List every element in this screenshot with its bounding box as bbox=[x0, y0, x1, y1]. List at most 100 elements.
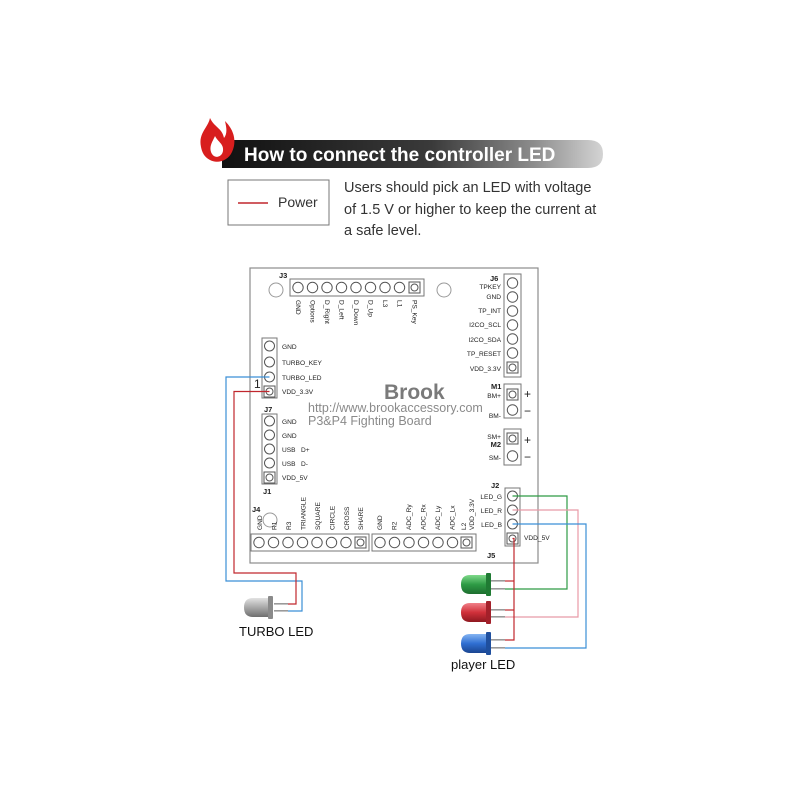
pin-label: VDD_5V bbox=[524, 535, 550, 542]
green-led-body bbox=[461, 575, 489, 594]
pin bbox=[410, 283, 419, 292]
pin bbox=[325, 536, 338, 549]
player-led-wiring bbox=[505, 495, 587, 649]
turbo-signal-wire bbox=[225, 376, 303, 612]
pin bbox=[282, 536, 294, 549]
j5-pin-labels: GND R2 ADC_Ry ADC_Rx ADC_Ly ADC_Lx L2 VD… bbox=[377, 498, 476, 530]
pin bbox=[335, 281, 348, 294]
pin-label: ADC_Lx bbox=[450, 505, 457, 530]
pin bbox=[264, 356, 275, 368]
brand-logo: Brook bbox=[384, 381, 445, 404]
pin bbox=[292, 281, 304, 294]
pin1-marker: 1 bbox=[254, 377, 261, 391]
j4-pin-labels: GND R1 R3 TRIANGLE SQUARE CIRCLE CROSS S… bbox=[257, 496, 365, 530]
j6-pin-labels: TPKEY GND TP_INT I2CO_SCL I2CO_SDA TP_RE… bbox=[467, 284, 502, 373]
pin-label: R1 bbox=[272, 521, 279, 530]
red-led-body bbox=[461, 603, 489, 622]
pin-label: SHARE bbox=[358, 507, 365, 530]
pin bbox=[508, 363, 517, 372]
player-led-caption: player LED bbox=[451, 657, 515, 672]
j4-pins bbox=[253, 536, 367, 549]
blue-led-wire bbox=[505, 523, 587, 649]
pin bbox=[264, 443, 275, 455]
pin bbox=[393, 281, 406, 294]
led-power-wire bbox=[505, 537, 515, 641]
pin bbox=[506, 291, 519, 303]
turbo-led bbox=[244, 596, 288, 619]
pin bbox=[374, 536, 386, 549]
j1-label: J1 bbox=[263, 487, 271, 496]
turbo-power-wire bbox=[233, 390, 297, 605]
note-line-1: Users should pick an LED with voltage bbox=[344, 180, 591, 196]
blue-led bbox=[461, 632, 505, 655]
pin-label: CIRCLE bbox=[330, 505, 337, 530]
pin bbox=[264, 340, 275, 352]
note-line-3: a safe level. bbox=[344, 223, 421, 239]
pin-label: D_Right bbox=[323, 300, 330, 324]
j7-label: J7 bbox=[264, 405, 272, 414]
pin-label: VDD_5V bbox=[282, 475, 308, 482]
pin bbox=[340, 536, 352, 549]
pin bbox=[403, 536, 415, 549]
pin-label: L3 bbox=[381, 300, 388, 308]
pin-label: GND bbox=[294, 300, 301, 315]
pin-label: TURBO_KEY bbox=[282, 360, 323, 367]
pin-label: R2 bbox=[392, 521, 399, 530]
j4-label: J4 bbox=[252, 505, 261, 514]
plus-sign: + bbox=[524, 433, 531, 447]
pin-label: LED_G bbox=[480, 494, 502, 501]
j3-pin-labels: GND Options D_Right D_Left D_Down D_Up L… bbox=[294, 300, 418, 326]
pin-label: VDD_3.3V bbox=[469, 498, 476, 530]
mount-hole bbox=[436, 282, 452, 298]
m1-label: M1 bbox=[491, 382, 501, 391]
pin-label: TP_RESET bbox=[467, 351, 501, 358]
pin bbox=[264, 429, 275, 441]
pin-label: I2CO_SDA bbox=[468, 337, 501, 344]
pin-label: VDD_3.3V bbox=[470, 366, 502, 373]
pin-label: LED_B bbox=[481, 522, 502, 529]
turbo-led-caption: TURBO LED bbox=[239, 624, 313, 639]
pin-label: TRIANGLE bbox=[301, 496, 308, 530]
power-legend: Power bbox=[227, 179, 330, 226]
j6-pins bbox=[506, 277, 519, 374]
pin bbox=[432, 536, 444, 549]
pin-label: GND bbox=[282, 433, 297, 440]
green-led-wire bbox=[505, 495, 568, 590]
pin-label: LED_R bbox=[481, 508, 502, 515]
pin bbox=[506, 450, 519, 462]
pin-label: R3 bbox=[286, 521, 293, 530]
pin bbox=[506, 305, 519, 317]
pin-label: GND bbox=[486, 294, 501, 301]
pin-label: CROSS bbox=[344, 506, 351, 530]
pin bbox=[265, 473, 274, 482]
pin-label: D_Down bbox=[352, 300, 359, 326]
pin bbox=[350, 281, 362, 294]
legend-label: Power bbox=[278, 194, 318, 210]
pin-label-extra: D+ bbox=[301, 447, 310, 454]
pin bbox=[264, 415, 275, 427]
red-led bbox=[461, 601, 505, 624]
title-banner: How to connect the controller LED bbox=[200, 118, 603, 168]
pin-label: TURBO_LED bbox=[282, 375, 322, 382]
pin-label: GND bbox=[282, 344, 297, 351]
board-model: P3&P4 Fighting Board bbox=[308, 414, 432, 428]
pin-label: ADC_Ly bbox=[435, 505, 442, 530]
pin bbox=[506, 404, 519, 416]
pin-label: USB bbox=[282, 461, 296, 468]
pin-label: GND bbox=[377, 515, 384, 530]
pin bbox=[311, 536, 323, 549]
pin bbox=[506, 319, 519, 331]
pin bbox=[506, 333, 519, 345]
pin bbox=[296, 536, 309, 549]
pin bbox=[506, 277, 519, 289]
pin bbox=[379, 281, 391, 294]
pin-label: L1 bbox=[396, 300, 403, 308]
pin bbox=[388, 536, 401, 549]
pin bbox=[356, 538, 365, 547]
pin bbox=[364, 281, 377, 294]
red-led-wire bbox=[505, 509, 579, 618]
j6-label: J6 bbox=[490, 274, 498, 283]
j3-label: J3 bbox=[279, 271, 287, 280]
turbo-header bbox=[261, 337, 278, 399]
